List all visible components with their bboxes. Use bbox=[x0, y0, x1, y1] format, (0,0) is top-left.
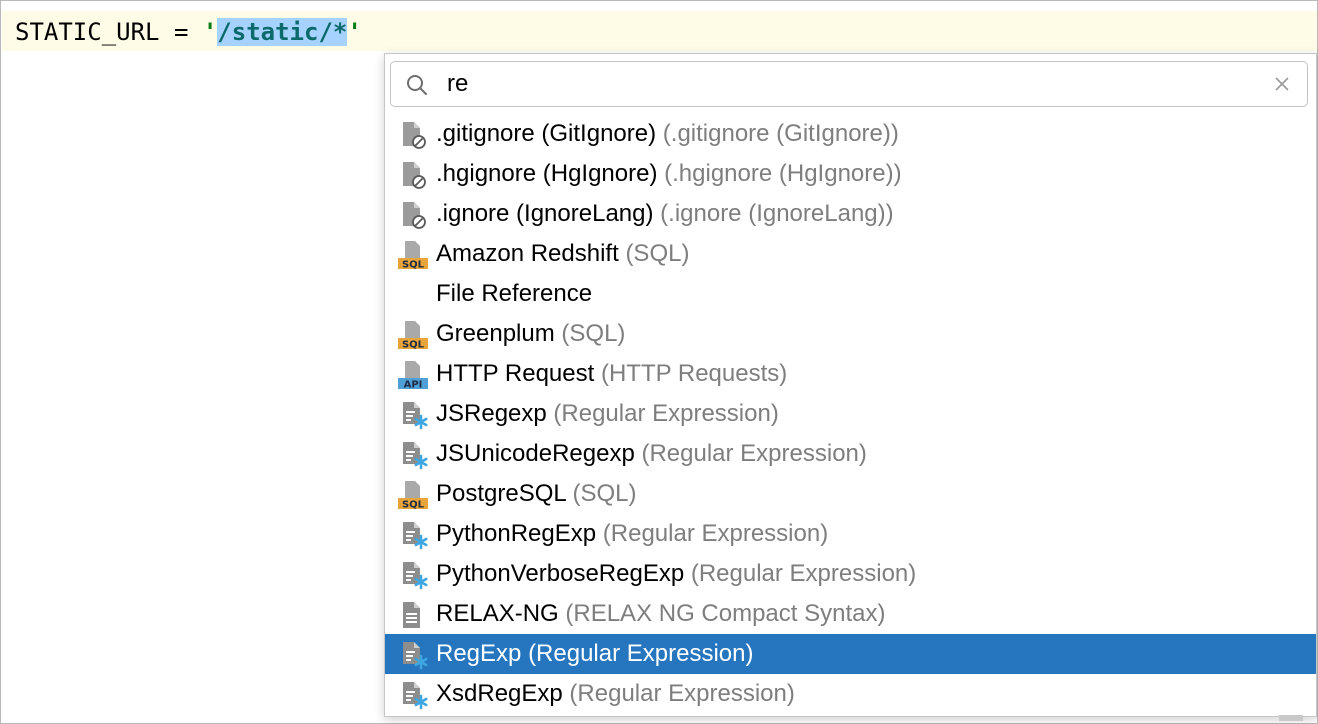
svg-text:SQL: SQL bbox=[402, 260, 425, 271]
list-item[interactable]: RELAX-NG (RELAX NG Compact Syntax) bbox=[385, 594, 1316, 634]
list-item-detail: (SQL) bbox=[625, 240, 690, 267]
list-item[interactable]: .hgignore (HgIgnore) (.hgignore (HgIgnor… bbox=[385, 154, 1316, 194]
list-item-label: RELAX-NG bbox=[436, 600, 559, 627]
sql-file-icon: SQL bbox=[397, 480, 429, 511]
list-item[interactable]: File Reference bbox=[385, 274, 1316, 314]
list-item-label: HTTP Request bbox=[436, 360, 595, 387]
list-item-label: PythonVerboseRegExp bbox=[436, 560, 685, 587]
list-item-text: Greenplum (SQL) bbox=[436, 314, 625, 354]
text-file-icon bbox=[397, 600, 429, 630]
list-item-text: RELAX-NG (RELAX NG Compact Syntax) bbox=[436, 594, 885, 634]
list-item-label: .hgignore (HgIgnore) bbox=[436, 160, 658, 187]
list-item-detail: (Regular Expression) bbox=[690, 560, 917, 587]
list-item-detail: (.hgignore (HgIgnore)) bbox=[664, 160, 902, 187]
list-item-label: XsdRegExp bbox=[436, 680, 563, 707]
list-item-text: JSUnicodeRegexp (Regular Expression) bbox=[436, 434, 867, 474]
list-item-label: File Reference bbox=[436, 280, 593, 307]
sql-file-icon: SQL bbox=[397, 240, 429, 271]
list-item-label: JSRegexp bbox=[436, 400, 547, 427]
code-line[interactable]: STATIC_URL = '/static/*' bbox=[15, 16, 362, 48]
list-item-detail: (RELAX NG Compact Syntax) bbox=[565, 600, 886, 627]
list-item-detail: (Regular Expression) bbox=[602, 520, 829, 547]
regexp-file-icon bbox=[397, 680, 429, 710]
clear-icon[interactable] bbox=[1273, 75, 1291, 93]
list-item[interactable]: SQL PostgreSQL (SQL) bbox=[385, 474, 1316, 514]
list-item-detail: (Regular Expression) bbox=[528, 640, 754, 667]
regexp-file-icon bbox=[397, 520, 429, 550]
list-item-detail: (.ignore (IgnoreLang)) bbox=[660, 200, 894, 227]
list-item-detail: (.gitignore (GitIgnore)) bbox=[662, 120, 899, 147]
regexp-file-icon bbox=[397, 400, 429, 430]
regexp-file-icon bbox=[397, 560, 429, 590]
list-item-text: XsdRegExp (Regular Expression) bbox=[436, 674, 795, 714]
search-input[interactable] bbox=[447, 68, 1247, 100]
list-item-detail: (Regular Expression) bbox=[641, 440, 867, 467]
list-item-text: .gitignore (GitIgnore) (.gitignore (GitI… bbox=[436, 114, 899, 154]
list-item-text: PostgreSQL (SQL) bbox=[436, 474, 637, 514]
list-item[interactable]: PythonRegExp (Regular Expression) bbox=[385, 514, 1316, 554]
list-item-text: HTTP Request (HTTP Requests) bbox=[436, 354, 787, 394]
list-item-label: RegExp bbox=[436, 640, 522, 667]
list-item[interactable]: .gitignore (GitIgnore) (.gitignore (GitI… bbox=[385, 114, 1316, 154]
list-item[interactable]: SQL Amazon Redshift (SQL) bbox=[385, 234, 1316, 274]
language-injection-popup: .gitignore (GitIgnore) (.gitignore (GitI… bbox=[384, 53, 1317, 717]
list-item[interactable]: JSRegexp (Regular Expression) bbox=[385, 394, 1316, 434]
search-field[interactable] bbox=[390, 61, 1308, 107]
list-item-label: PostgreSQL bbox=[436, 480, 566, 507]
list-item-text: JSRegexp (Regular Expression) bbox=[436, 394, 779, 434]
list-item-label: Greenplum bbox=[436, 320, 555, 347]
regexp-file-icon bbox=[397, 640, 429, 670]
language-list: .gitignore (GitIgnore) (.gitignore (GitI… bbox=[385, 114, 1316, 714]
ignore-file-icon bbox=[397, 160, 429, 190]
ignore-file-icon bbox=[397, 120, 429, 150]
list-item-text: .ignore (IgnoreLang) (.ignore (IgnoreLan… bbox=[436, 194, 894, 234]
list-item-label: .ignore (IgnoreLang) bbox=[436, 200, 654, 227]
list-item-text: Amazon Redshift (SQL) bbox=[436, 234, 689, 274]
string-quote-open: ' bbox=[202, 18, 218, 46]
list-item-text: .hgignore (HgIgnore) (.hgignore (HgIgnor… bbox=[436, 154, 902, 194]
list-item-detail: (HTTP Requests) bbox=[600, 360, 788, 387]
list-item-detail: (Regular Expression) bbox=[569, 680, 795, 707]
list-item-label: Amazon Redshift bbox=[436, 240, 619, 267]
list-item[interactable]: JSUnicodeRegexp (Regular Expression) bbox=[385, 434, 1316, 474]
sql-file-icon: SQL bbox=[397, 320, 429, 351]
search-icon bbox=[407, 75, 427, 95]
string-quote-close: ' bbox=[347, 18, 362, 46]
code-prefix: STATIC_URL = bbox=[15, 18, 203, 46]
svg-text:API: API bbox=[404, 380, 423, 391]
selected-string-literal[interactable]: /static/* bbox=[217, 18, 348, 46]
resize-grip[interactable] bbox=[1279, 715, 1303, 721]
list-item-text: PythonVerboseRegExp (Regular Expression) bbox=[436, 554, 916, 594]
list-item-text: RegExp (Regular Expression) bbox=[436, 634, 753, 674]
list-item[interactable]: PythonVerboseRegExp (Regular Expression) bbox=[385, 554, 1316, 594]
list-item-detail: (Regular Expression) bbox=[553, 400, 779, 427]
list-item[interactable]: API HTTP Request (HTTP Requests) bbox=[385, 354, 1316, 394]
list-item[interactable]: SQL Greenplum (SQL) bbox=[385, 314, 1316, 354]
list-item-text: File Reference bbox=[436, 274, 592, 314]
api-file-icon: API bbox=[397, 360, 429, 391]
list-item-text: PythonRegExp (Regular Expression) bbox=[436, 514, 828, 554]
list-item-label: PythonRegExp bbox=[436, 520, 597, 547]
ignore-file-icon bbox=[397, 200, 429, 230]
list-item-detail: (SQL) bbox=[572, 480, 637, 507]
list-item-label: .gitignore (GitIgnore) bbox=[436, 120, 657, 147]
svg-text:SQL: SQL bbox=[402, 340, 425, 351]
list-item[interactable]: RegExp (Regular Expression) bbox=[385, 634, 1316, 674]
list-item[interactable]: .ignore (IgnoreLang) (.ignore (IgnoreLan… bbox=[385, 194, 1316, 234]
regexp-file-icon bbox=[397, 440, 429, 470]
list-item-label: JSUnicodeRegexp bbox=[436, 440, 635, 467]
list-item-detail: (SQL) bbox=[561, 320, 626, 347]
svg-text:SQL: SQL bbox=[402, 500, 425, 511]
list-item[interactable]: XsdRegExp (Regular Expression) bbox=[385, 674, 1316, 714]
